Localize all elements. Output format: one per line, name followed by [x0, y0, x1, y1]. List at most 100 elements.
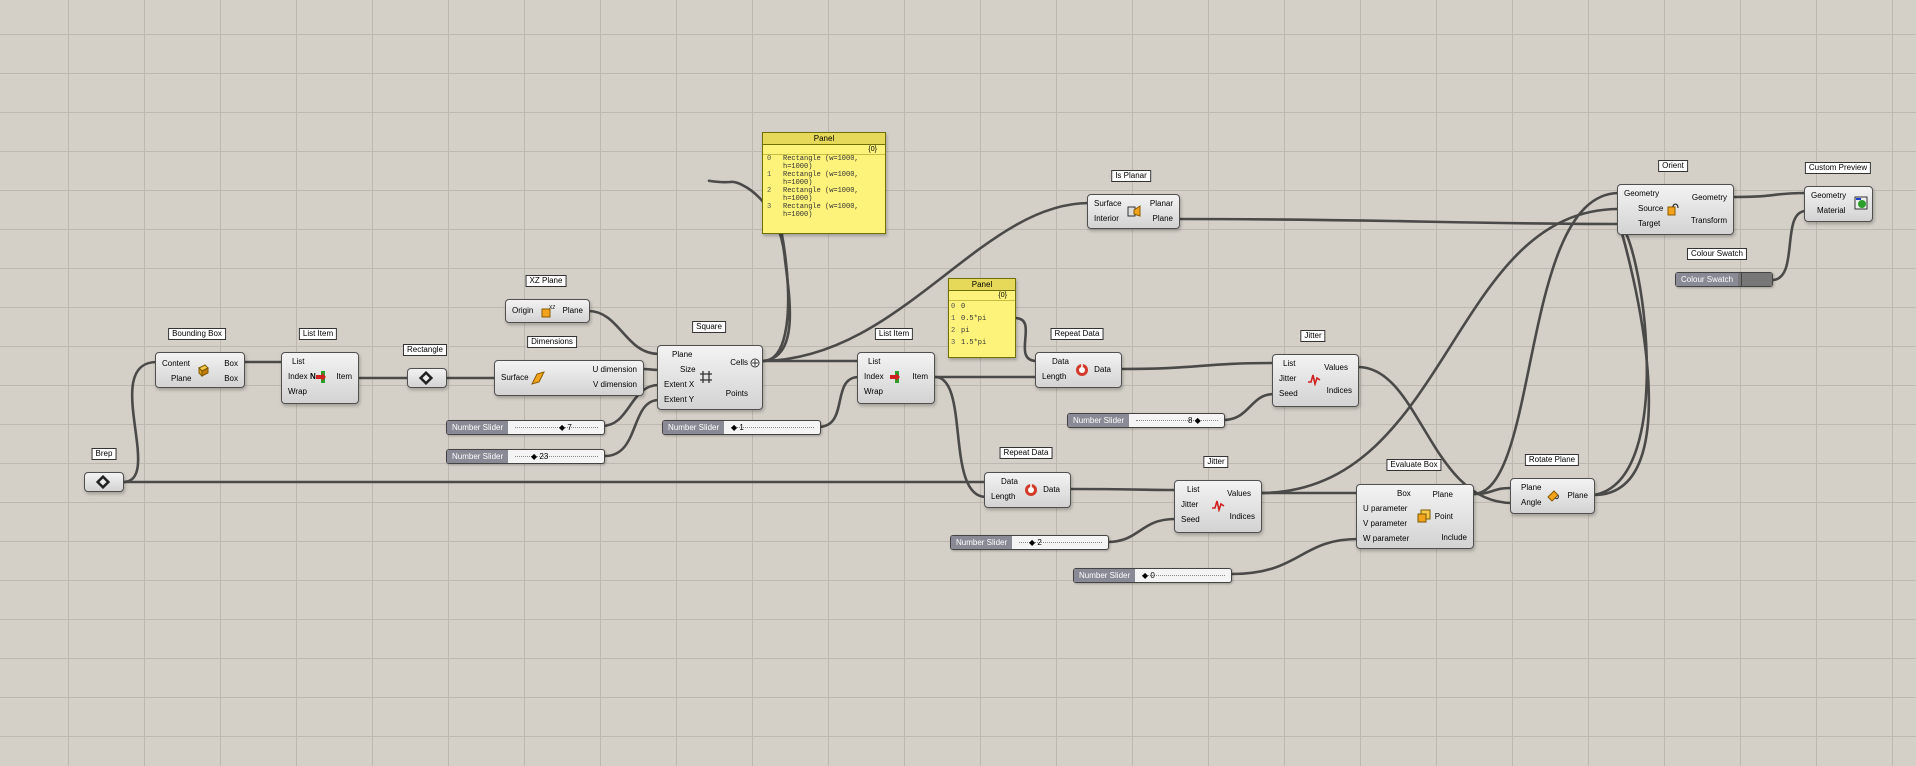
- slider-value-text: 0: [1150, 571, 1155, 580]
- square-grid-component[interactable]: Plane Size Extent X Extent Y Cells Point…: [657, 345, 763, 410]
- swatch-color[interactable]: [1741, 273, 1772, 286]
- slider-value[interactable]: 8 ◆: [1188, 416, 1201, 425]
- list-item-component[interactable]: List Index Wrap N Item: [281, 352, 359, 404]
- is-planar-icon: [1127, 205, 1141, 217]
- slider-name: Number Slider: [447, 421, 509, 434]
- custom-preview-component[interactable]: Geometry Material: [1804, 186, 1873, 222]
- slider-track[interactable]: [1019, 542, 1102, 544]
- output-label: Indices: [1229, 512, 1255, 521]
- output-label: Box: [224, 374, 238, 383]
- panel-row-text: 1.5*pi: [961, 339, 987, 347]
- component-label: Is Planar: [1111, 170, 1151, 182]
- slider-value[interactable]: ◆ 1: [731, 423, 744, 432]
- slider-value[interactable]: ◆ 23: [531, 452, 549, 461]
- panel-title: Panel: [763, 133, 885, 145]
- jitter-icon: [1308, 374, 1321, 386]
- output-label: Indices: [1326, 386, 1352, 395]
- panel-row-text: 0.5*pi: [961, 315, 987, 323]
- input-label: Interior: [1094, 214, 1119, 223]
- number-slider[interactable]: Number Slider ◆ 7: [446, 420, 605, 435]
- output-label: Plane: [562, 306, 583, 315]
- number-slider[interactable]: Number Slider ◆ 1: [662, 420, 821, 435]
- custom-preview-icon: [1854, 196, 1868, 210]
- panel-row-text: 0: [961, 303, 966, 311]
- rectangle-param[interactable]: [407, 368, 447, 388]
- slider-track[interactable]: [1142, 575, 1225, 577]
- repeat-data-component[interactable]: Data Length Data: [1035, 352, 1122, 388]
- input-label: Target: [1638, 219, 1661, 228]
- input-label: Plane: [1521, 483, 1542, 492]
- input-label: List: [292, 357, 305, 366]
- jitter-component[interactable]: List Jitter Seed Values Indices: [1272, 354, 1359, 407]
- panel-row-text: Rectangle (w=1000, h=1000): [783, 155, 859, 171]
- number-slider[interactable]: Number Slider ◆ 23: [446, 449, 605, 464]
- slider-track[interactable]: [515, 427, 598, 429]
- slider-track[interactable]: [731, 427, 814, 429]
- input-label: Origin: [512, 306, 534, 315]
- component-label: Orient: [1658, 160, 1688, 172]
- output-label: Data: [1094, 365, 1111, 374]
- component-label: List Item: [298, 328, 338, 340]
- output-label: Transform: [1690, 216, 1727, 225]
- input-label: Content: [162, 359, 191, 368]
- output-label: Cells: [730, 358, 748, 367]
- rotate-plane-component[interactable]: Plane Angle Plane: [1510, 478, 1595, 514]
- input-label: Geometry: [1811, 191, 1847, 200]
- is-planar-component[interactable]: Surface Interior Planar Plane: [1087, 194, 1180, 229]
- component-label: Evaluate Box: [1386, 459, 1442, 471]
- slider-value-text: 1: [739, 423, 744, 432]
- input-label: Wrap: [864, 387, 883, 396]
- brep-param[interactable]: [84, 472, 124, 492]
- output-label: Plane: [1567, 491, 1588, 500]
- panel-row-index: 2: [767, 187, 772, 195]
- orient-component[interactable]: Geometry Source Target Geometry Transfor…: [1617, 184, 1734, 235]
- slider-value-text: 7: [567, 423, 572, 432]
- jitter-component[interactable]: List Jitter Seed Values Indices: [1174, 480, 1262, 533]
- component-label: Jitter: [1300, 330, 1326, 342]
- component-label: Repeat Data: [999, 447, 1053, 459]
- output-label: V dimension: [592, 380, 637, 389]
- number-slider[interactable]: Number Slider 8 ◆: [1067, 413, 1225, 428]
- slider-value[interactable]: ◆ 0: [1142, 571, 1155, 580]
- bounding-box-component[interactable]: Content Plane Box Box: [155, 352, 245, 388]
- input-label: Extent Y: [664, 395, 695, 404]
- component-label: XZ Plane: [525, 275, 567, 287]
- component-label: List Item: [874, 328, 914, 340]
- input-label: Box: [1397, 489, 1411, 498]
- slider-track[interactable]: [515, 456, 598, 458]
- panel-row-index: 3: [767, 203, 772, 211]
- output-label: Plane: [1152, 214, 1173, 223]
- output-label: Include: [1441, 533, 1467, 542]
- input-label: Length: [1042, 372, 1067, 381]
- orient-icon: [1667, 203, 1679, 216]
- dimensions-component[interactable]: Surface U dimension V dimension: [494, 360, 644, 396]
- evaluate-box-component[interactable]: Box U parameter V parameter W parameter …: [1356, 484, 1474, 549]
- slider-track[interactable]: [1136, 420, 1218, 422]
- slider-value[interactable]: ◆ 7: [559, 423, 572, 432]
- slider-value[interactable]: ◆ 2: [1029, 538, 1042, 547]
- panel-row-text: Rectangle (w=1000, h=1000): [783, 171, 859, 187]
- output-label: U dimension: [592, 365, 637, 374]
- output-label: Values: [1324, 363, 1348, 372]
- xz-plane-component[interactable]: Origin XZ Plane: [505, 299, 590, 323]
- panel-title: Panel: [949, 279, 1015, 291]
- number-slider[interactable]: Number Slider ◆ 0: [1073, 568, 1232, 583]
- slider-value-text: 23: [539, 452, 549, 461]
- repeat-data-component[interactable]: Data Length Data: [984, 472, 1071, 508]
- colour-swatch[interactable]: Colour Swatch: [1675, 272, 1773, 287]
- input-label: Plane: [672, 350, 693, 359]
- slider-value-text: 8: [1188, 416, 1193, 425]
- bounding-box-icon: [198, 364, 209, 377]
- panel-row-index: 0: [951, 303, 956, 311]
- output-label: Plane: [1432, 490, 1453, 499]
- panel-row-index: 1: [767, 171, 772, 179]
- input-label: Plane: [171, 374, 192, 383]
- number-slider[interactable]: Number Slider ◆ 2: [950, 535, 1109, 550]
- list-item-component[interactable]: List Index Wrap Item: [857, 352, 935, 404]
- rotate-plane-icon: [1547, 490, 1559, 502]
